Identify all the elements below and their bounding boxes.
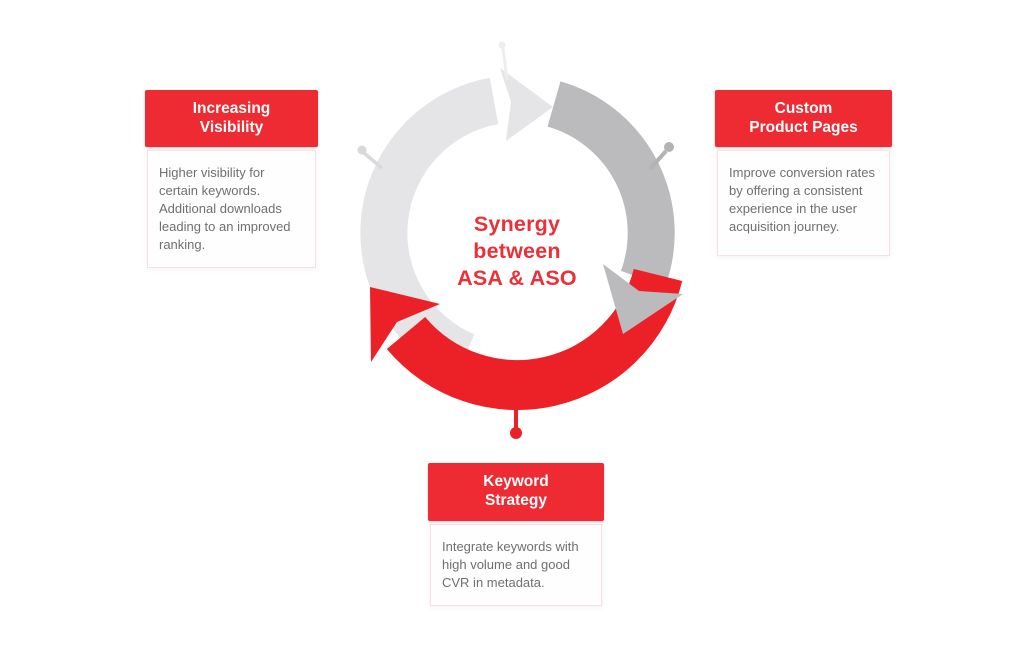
- arrow-head-dark-icon: [603, 264, 683, 334]
- card-title-line: Product Pages: [749, 118, 858, 136]
- card-title-line: Custom: [774, 99, 833, 117]
- center-label: Synergy between ASA & ASO: [406, 211, 628, 292]
- card-body-text: Improve conversion rates by offering a c…: [717, 150, 890, 256]
- arrow-segment-dark: [546, 81, 675, 288]
- center-label-line: ASA & ASO: [457, 266, 577, 291]
- card-increasing-visibility: Increasing Visibility Higher visibility …: [145, 90, 318, 268]
- card-title: Keyword Strategy: [428, 463, 604, 521]
- card-body-text: Higher visibility for certain keywords. …: [147, 150, 316, 268]
- arrow-head-light-icon: [500, 68, 553, 141]
- card-title-line: Visibility: [199, 118, 264, 136]
- card-keyword-strategy: Keyword Strategy Integrate keywords with…: [428, 463, 604, 606]
- connector-pin-top: [498, 41, 509, 81]
- connector-pin-left: [357, 145, 384, 170]
- card-title-line: Strategy: [484, 492, 548, 509]
- connector-pin-right: [648, 142, 674, 171]
- center-label-line: Synergy: [473, 212, 561, 236]
- center-label-line: between: [473, 239, 561, 264]
- connector-pin-bottom: [510, 404, 522, 439]
- card-body-text: Integrate keywords with high volume and …: [430, 524, 602, 606]
- card-title: Custom Product Pages: [715, 90, 892, 147]
- card-title-line: Increasing: [192, 99, 271, 117]
- card-title-line: Keyword: [483, 473, 549, 491]
- card-custom-product-pages: Custom Product Pages Improve conversion …: [715, 90, 892, 256]
- arrow-head-red-icon: [370, 287, 440, 362]
- card-title: Increasing Visibility: [145, 90, 318, 147]
